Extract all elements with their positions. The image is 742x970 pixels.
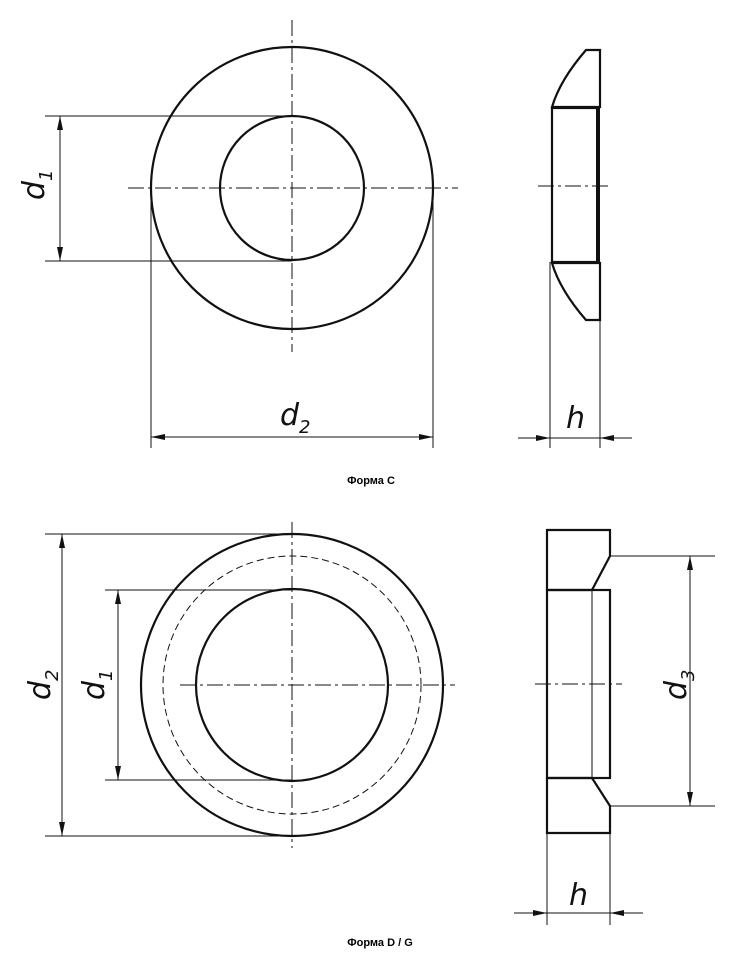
form-dg-caption: Форма D / G bbox=[347, 937, 413, 949]
form-c-h-dimension: h bbox=[518, 262, 632, 448]
form-dg-h-dimension: h bbox=[514, 833, 643, 925]
svg-text:d1: d1 bbox=[77, 670, 117, 701]
form-dg-d1-dimension: d1 bbox=[77, 589, 292, 781]
svg-text:d3: d3 bbox=[659, 670, 699, 701]
form-dg-d2-dimension: d2 bbox=[23, 533, 292, 837]
form-c-d1-dimension: d1 bbox=[17, 115, 292, 262]
svg-text:h: h bbox=[569, 878, 588, 913]
form-c-caption: Форма C bbox=[347, 475, 395, 487]
svg-text:h: h bbox=[566, 401, 585, 436]
form-c-front-view bbox=[128, 20, 458, 352]
form-dg-side-view bbox=[535, 528, 622, 835]
form-dg-front-view bbox=[139, 522, 455, 848]
svg-text:d1: d1 bbox=[17, 170, 57, 201]
svg-text:d2: d2 bbox=[23, 670, 63, 701]
form-c-side-view bbox=[538, 48, 612, 322]
svg-text:d2: d2 bbox=[280, 398, 311, 438]
form-dg-d3-dimension: d3 bbox=[610, 555, 715, 807]
form-c-d2-dimension: d2 bbox=[150, 188, 434, 448]
